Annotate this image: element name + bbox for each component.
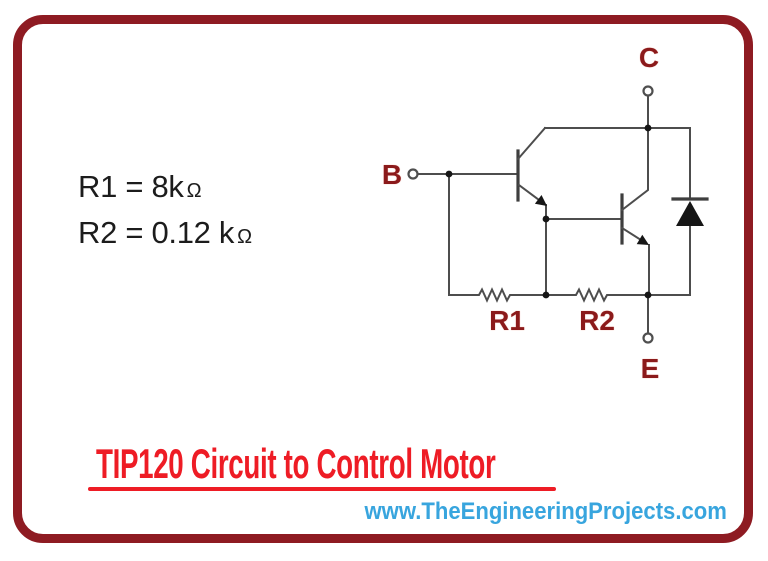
q2-emitter-arrow xyxy=(636,234,649,245)
junction-dot xyxy=(542,215,550,223)
junction-dot xyxy=(644,124,652,132)
title-underline xyxy=(88,487,556,491)
terminal-label-collector: C xyxy=(638,42,660,73)
resistor-label-r2: R2 xyxy=(579,305,615,336)
top-rail-wire xyxy=(544,127,691,200)
q2-collector-wire xyxy=(620,127,649,212)
r2-value-text: R2 = 0.12 k xyxy=(78,215,235,250)
r1-value-text: R1 = 8k xyxy=(78,169,184,204)
r2-ohm-symbol: Ω xyxy=(237,226,252,248)
terminal-circle-c xyxy=(642,85,654,97)
junction-dot xyxy=(445,170,453,178)
junction-dot xyxy=(644,291,652,299)
website-link: www.TheEngineeringProjects.com xyxy=(364,498,727,525)
junction-dot xyxy=(542,291,550,299)
resistor-label-r1: R1 xyxy=(489,305,525,336)
terminal-label-emitter: E xyxy=(640,353,660,384)
q1-emitter-arrow xyxy=(534,195,547,206)
terminal-circle-b xyxy=(407,168,419,180)
q1-collector-wire xyxy=(516,126,547,161)
q1-emitter-wire xyxy=(517,183,541,202)
bottom-rail-with-resistors xyxy=(448,287,691,303)
terminal-circle-e xyxy=(642,332,654,344)
q2-emitter-wire xyxy=(620,226,643,242)
terminal-label-base: B xyxy=(381,159,403,190)
page-border-frame xyxy=(13,15,753,543)
page-title: TIP120 Circuit to Control Motor xyxy=(96,440,496,487)
diode-anode-triangle xyxy=(676,201,704,226)
r1-ohm-symbol: Ω xyxy=(186,180,202,202)
